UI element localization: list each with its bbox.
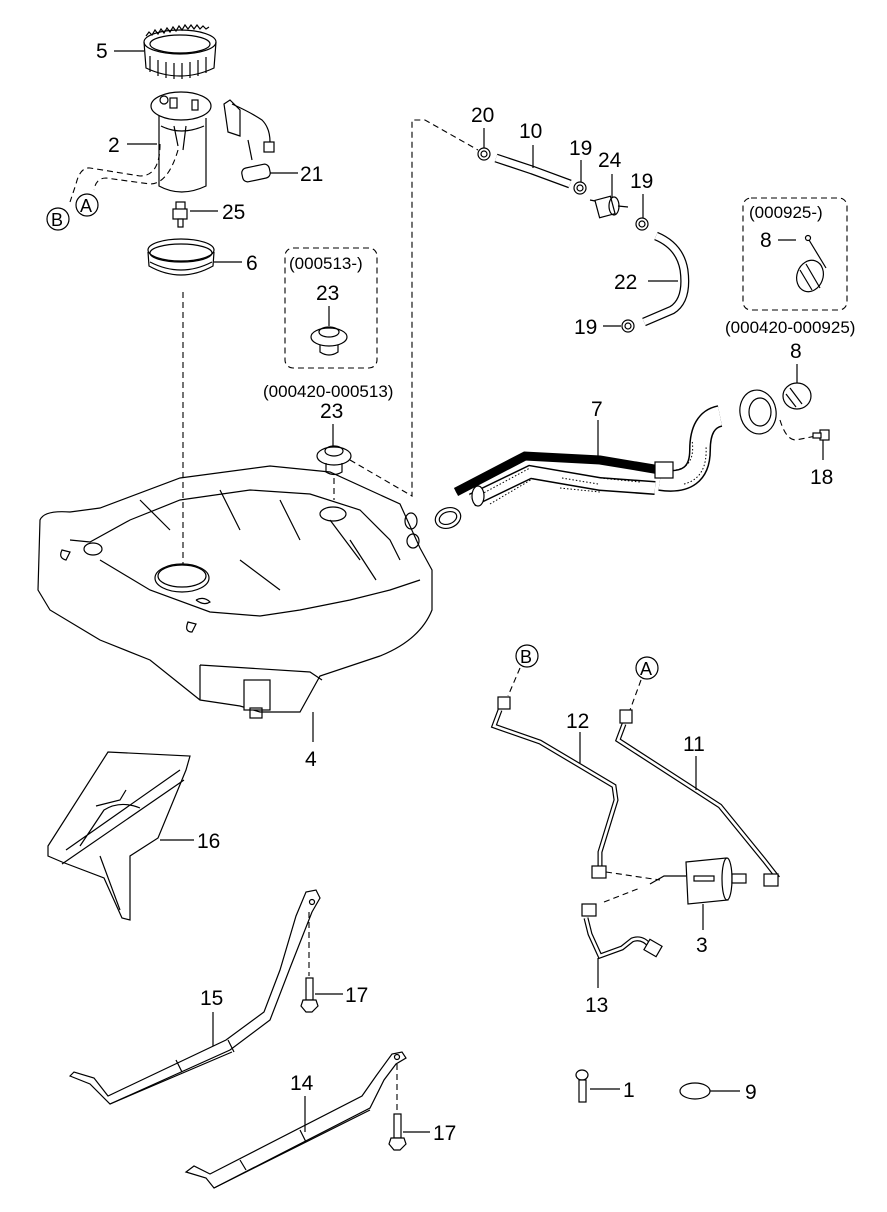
routing-line-a <box>93 149 179 191</box>
part-4-fuel-tank[interactable] <box>37 465 433 719</box>
assembly-line <box>629 679 642 711</box>
svg-text:B: B <box>520 647 532 667</box>
callout-21: 21 <box>300 163 323 186</box>
part-2-fuel-pump-module[interactable] <box>150 91 212 193</box>
callout-19-2: 19 <box>630 170 653 193</box>
callout-16: 16 <box>197 830 220 853</box>
callout-10: 10 <box>519 120 542 143</box>
part-24-check-valve[interactable] <box>589 195 629 219</box>
callout-6: 6 <box>246 252 258 275</box>
part-22-vapor-hose[interactable] <box>642 231 690 327</box>
part-23-rollover-valve-new[interactable] <box>310 326 348 356</box>
assembly-line <box>603 887 641 903</box>
part-23-rollover-valve[interactable] <box>316 445 352 476</box>
connection-marker-b-bottom: B <box>515 644 539 668</box>
part-1-bolt[interactable] <box>575 1069 589 1103</box>
callout-18: 18 <box>810 466 833 489</box>
assembly-line <box>605 871 661 881</box>
callout-24: 24 <box>598 149 622 172</box>
part-6-gasket-ring[interactable] <box>147 238 215 276</box>
part-18-screw[interactable] <box>812 429 830 441</box>
callout-23: 23 <box>320 400 343 423</box>
part-7-filler-neck-hose[interactable] <box>453 387 780 507</box>
part-19-hose-clamp-1[interactable] <box>573 181 587 195</box>
callout-19: 19 <box>569 137 592 160</box>
callout-14: 14 <box>290 1072 314 1095</box>
callout-8-boxed: 8 <box>760 229 772 252</box>
part-20-hose-clamp[interactable] <box>477 147 491 161</box>
part-14-tank-strap-rear[interactable] <box>184 1051 407 1189</box>
part-17-strap-bolt-1[interactable] <box>300 977 319 1013</box>
callout-7: 7 <box>591 398 603 421</box>
part-25-pressure-regulator[interactable] <box>172 201 188 228</box>
routing-line-b <box>69 143 161 203</box>
part-19-hose-clamp-2[interactable] <box>635 217 649 231</box>
svg-text:A: A <box>640 659 652 679</box>
callout-5: 5 <box>96 40 108 63</box>
assembly-line <box>779 419 817 441</box>
callout-17-2: 17 <box>433 1122 456 1145</box>
callout-19-3: 19 <box>574 316 597 339</box>
callout-23-boxed: 23 <box>316 282 339 305</box>
date-code-valve-boxed: (000513-) <box>289 254 363 273</box>
date-code-cap-range: (000420-000925) <box>725 318 855 337</box>
part-5-lock-ring[interactable] <box>143 23 217 79</box>
callout-15: 15 <box>200 987 223 1010</box>
callout-9: 9 <box>745 1081 757 1104</box>
part-8-filler-cap[interactable] <box>782 382 812 410</box>
callout-2: 2 <box>108 134 120 157</box>
part-17-strap-bolt-2[interactable] <box>388 1113 407 1151</box>
part-3-fuel-filter[interactable] <box>649 857 747 905</box>
callout-17: 17 <box>345 984 368 1007</box>
part-12-fuel-line[interactable] <box>490 696 619 879</box>
callout-3: 3 <box>696 934 708 957</box>
callout-8: 8 <box>790 340 802 363</box>
connection-marker-a-bottom: A <box>635 656 659 680</box>
callout-4: 4 <box>305 748 317 771</box>
callout-20: 20 <box>471 104 494 127</box>
callout-1: 1 <box>623 1079 635 1102</box>
part-19-hose-clamp-3[interactable] <box>621 319 635 333</box>
svg-text:A: A <box>80 196 92 216</box>
connection-marker-a-top: A <box>75 193 99 217</box>
svg-text:B: B <box>51 210 63 230</box>
callout-12: 12 <box>566 710 589 733</box>
part-8-filler-cap-new[interactable] <box>792 234 827 296</box>
variant-box-valve <box>284 247 378 369</box>
part-15-tank-strap-front[interactable] <box>68 889 321 1105</box>
part-13-fuel-line[interactable] <box>581 903 663 960</box>
date-code-cap-boxed: (000925-) <box>749 203 823 222</box>
connection-marker-b-top: B <box>46 207 70 231</box>
assembly-line <box>507 667 521 697</box>
callout-25: 25 <box>222 201 245 224</box>
vapor-routing-line <box>349 119 479 497</box>
part-21-fuel-sender[interactable] <box>223 99 275 183</box>
callout-13: 13 <box>585 994 608 1017</box>
variant-box-cap <box>742 197 848 311</box>
part-16-heat-protector[interactable] <box>47 751 191 921</box>
filler-hose-clamp[interactable] <box>432 504 463 532</box>
part-10-vapor-hose[interactable] <box>494 153 572 189</box>
callout-22: 22 <box>614 271 637 294</box>
part-11-fuel-line[interactable] <box>614 709 780 887</box>
callout-11: 11 <box>683 733 705 756</box>
date-code-valve-range: (000420-000513) <box>263 382 393 401</box>
part-9-o-ring[interactable] <box>679 1082 711 1100</box>
